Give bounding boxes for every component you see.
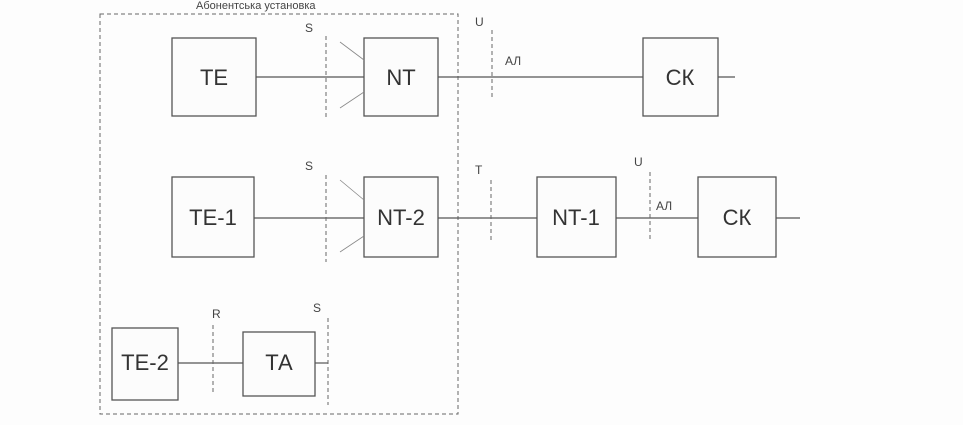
row2-line-label: АЛ [656, 199, 672, 213]
row2-nt1-label: NT-1 [552, 205, 600, 230]
row2-nt1-box [536, 176, 617, 258]
row2-sk-box [697, 176, 777, 258]
row1-te-label: ТЕ [200, 65, 228, 90]
row2-nt2-label: NT-2 [377, 205, 425, 230]
row1-nt-box [363, 37, 439, 117]
row1-te-box [171, 37, 257, 117]
row2-ref-t: T [475, 163, 483, 177]
row1-ref-u: U [475, 15, 484, 29]
row3-ta-box [242, 331, 316, 397]
row3-te2-box [111, 327, 179, 401]
row3-ref-r: R [212, 307, 221, 321]
row1-line-label: АЛ [505, 54, 521, 68]
row1-sk-label: СК [666, 65, 695, 90]
row2-nt2-input-diagonal-top [339, 179, 365, 201]
row2-nt2-box [363, 176, 439, 258]
row2-nt2-input-diagonal-bottom [339, 235, 365, 253]
row1-nt-input-diagonal-bottom [339, 91, 365, 109]
row2-ref-s: S [305, 159, 313, 173]
row3-ref-s: S [313, 301, 321, 315]
row2-sk-label: СК [723, 205, 752, 230]
subscriber-installation-boundary [99, 13, 459, 415]
row2-te1-label: ТЕ-1 [189, 205, 237, 230]
row2-te1-box [171, 176, 255, 258]
row1-sk-box [642, 37, 719, 117]
row3-ta-label: ТА [265, 350, 293, 375]
row2-ref-u: U [634, 155, 643, 169]
row1-nt-input-diagonal-top [339, 41, 365, 61]
row1-nt-label: NT [386, 65, 415, 90]
row3-te2-label: ТЕ-2 [121, 350, 169, 375]
row1-ref-s: S [305, 21, 313, 35]
region-title: Абонентська установка [196, 0, 316, 12]
